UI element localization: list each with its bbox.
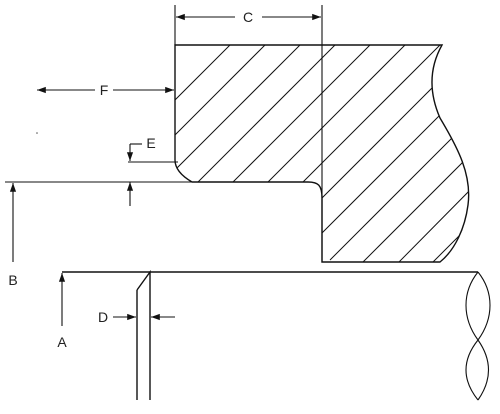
lower-pipe — [62, 269, 491, 401]
stray-dot — [36, 132, 38, 134]
break-line — [465, 271, 491, 401]
dimension-b: B — [5, 181, 192, 288]
label-a: A — [57, 334, 67, 350]
hatch-pattern — [175, 45, 469, 262]
hatched-section — [174, 44, 470, 263]
label-b: B — [8, 272, 17, 288]
dimension-a: A — [57, 273, 67, 350]
label-e: E — [146, 135, 155, 151]
dimension-f: F — [37, 82, 174, 98]
label-f: F — [100, 82, 109, 98]
label-d: D — [98, 309, 108, 325]
dimension-e: E — [126, 135, 178, 206]
label-c: C — [243, 9, 253, 25]
dimension-c: C — [174, 5, 323, 262]
dimension-d: D — [98, 309, 175, 325]
